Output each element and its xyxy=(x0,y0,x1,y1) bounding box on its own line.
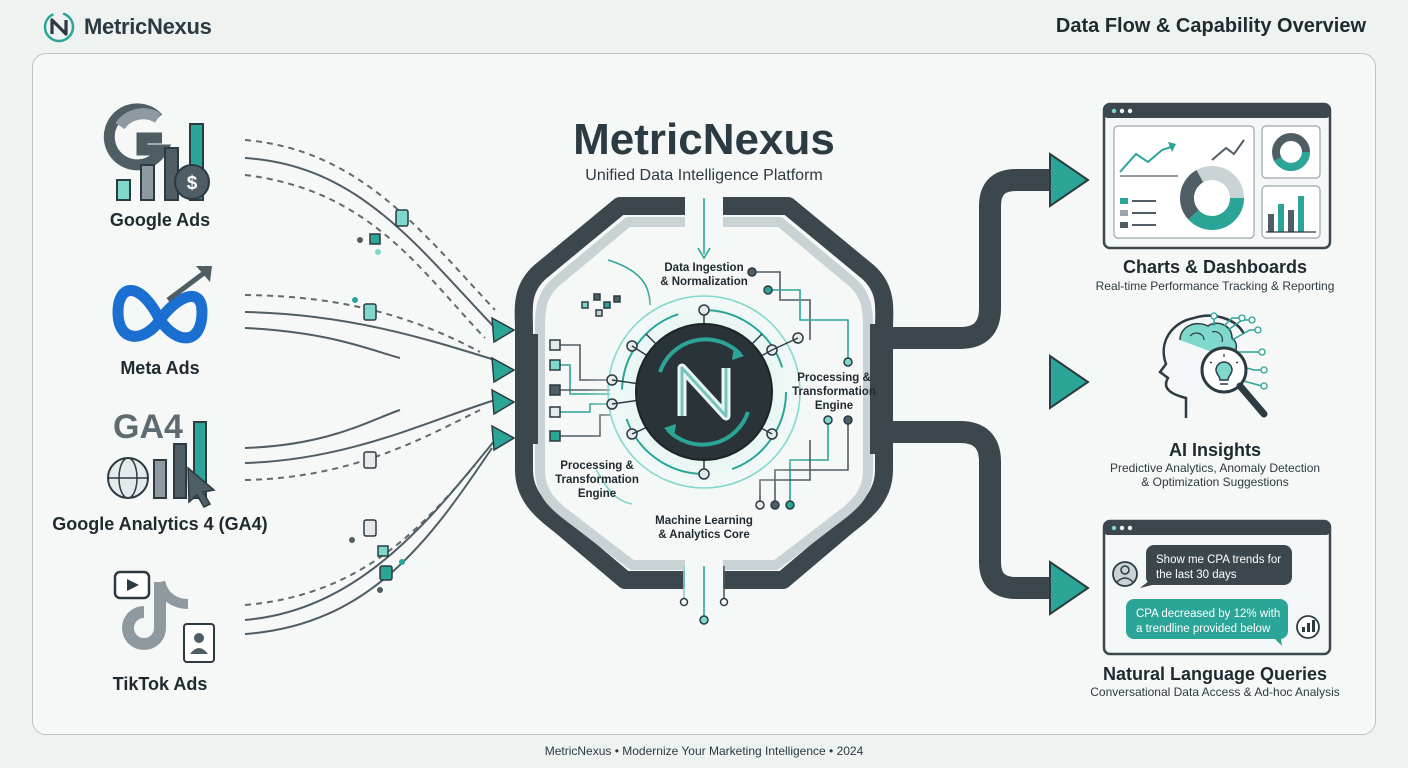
stage-processing-left-line3: Engine xyxy=(578,488,616,500)
input-arrowheads xyxy=(491,316,516,452)
output-subtitle-dashboards: Real-time Performance Tracking & Reporti… xyxy=(1096,279,1335,293)
stage-processing-left-line1: Processing & xyxy=(560,460,634,472)
source-label-ga4: Google Analytics 4 (GA4) xyxy=(52,514,267,534)
output-title-ai: AI Insights xyxy=(1169,440,1261,460)
hub-subtitle: Unified Data Intelligence Platform xyxy=(585,167,822,184)
output-title-nlq: Natural Language Queries xyxy=(1103,664,1327,684)
dashboard-icon xyxy=(1102,102,1332,250)
input-flow-lines xyxy=(244,139,496,635)
source-label-meta-ads: Meta Ads xyxy=(120,358,199,378)
stage-processing-left-line2: Transformation xyxy=(555,474,639,486)
source-label-google-ads: Google Ads xyxy=(110,210,210,230)
stage-ingestion-line1: Data Ingestion xyxy=(664,262,743,274)
source-label-tiktok-ads: TikTok Ads xyxy=(113,674,208,694)
meta-icon xyxy=(112,266,212,344)
chat-bot-message-line2: a trendline provided below xyxy=(1136,623,1271,635)
output-subtitle-nlq: Conversational Data Access & Ad-hoc Anal… xyxy=(1090,685,1339,699)
stage-processing-right-line3: Engine xyxy=(815,400,853,412)
stage-processing-right-line1: Processing & xyxy=(797,372,871,384)
stage-ml-line1: Machine Learning xyxy=(655,515,753,527)
page-title: Data Flow & Capability Overview xyxy=(1055,15,1366,37)
brand-name: MetricNexus xyxy=(84,14,212,39)
tiktok-icon xyxy=(113,570,215,663)
chat-bot-message-line1: CPA decreased by 12% with xyxy=(1136,608,1280,620)
data-packet-icons xyxy=(349,209,409,593)
chat-icon xyxy=(1102,519,1332,656)
ga4-icon-text: GA4 xyxy=(113,408,183,446)
google-ads-icon: $ xyxy=(103,103,210,201)
hub-frame xyxy=(514,197,894,589)
svg-text:$: $ xyxy=(187,173,198,194)
chat-user-message-line2: the last 30 days xyxy=(1156,569,1237,581)
hub-title: MetricNexus xyxy=(573,115,835,164)
output-arrows xyxy=(884,152,1090,616)
ai-brain-icon xyxy=(1158,312,1268,418)
hub-nodes xyxy=(549,267,853,625)
output-title-dashboards: Charts & Dashboards xyxy=(1123,257,1307,277)
output-subtitle-ai-line2: & Optimization Suggestions xyxy=(1141,475,1288,489)
ga4-icon: GA4 xyxy=(107,408,216,508)
nexus-logo-icon xyxy=(43,11,75,43)
chat-user-message-line1: Show me CPA trends for xyxy=(1156,554,1281,566)
footer: MetricNexus • Modernize Your Marketing I… xyxy=(544,744,864,758)
output-subtitle-ai-line1: Predictive Analytics, Anomaly Detection xyxy=(1110,461,1320,475)
brand[interactable]: MetricNexus xyxy=(42,10,212,44)
hub-core xyxy=(584,272,824,512)
stage-ingestion-line2: & Normalization xyxy=(660,276,748,288)
header: MetricNexus Data Flow & Capability Overv… xyxy=(0,0,1408,52)
stage-ml-line2: & Analytics Core xyxy=(658,529,750,541)
stage-processing-right-line2: Transformation xyxy=(792,386,876,398)
